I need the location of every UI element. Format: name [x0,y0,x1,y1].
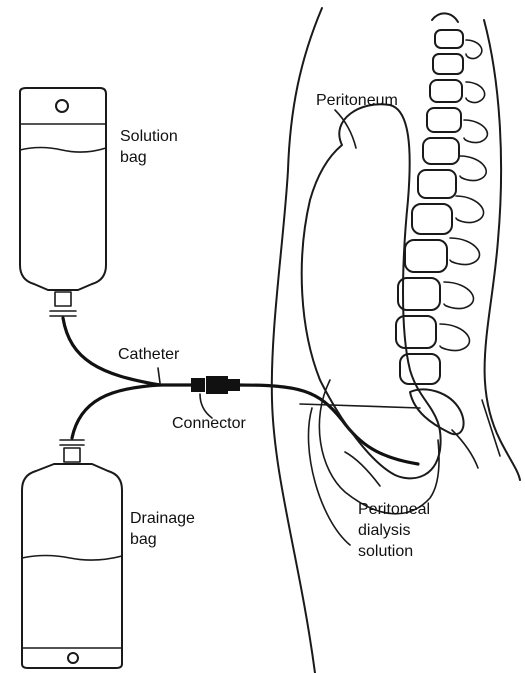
solution-bag-label-line2: bag [120,147,178,168]
dialysis-solution-label: Peritoneal dialysis solution [358,499,430,562]
tubing [63,318,418,464]
connector-label: Connector [172,413,246,434]
solution-bag [20,88,106,316]
catheter-label: Catheter [118,344,179,365]
peritoneum-label: Peritoneum [316,90,398,111]
spine [396,13,520,480]
dialysis-solution-label-line1: Peritoneal [358,499,430,520]
peritoneum-sac [300,104,441,478]
dialysis-solution-label-line2: dialysis [358,520,430,541]
solution-bag-label: Solution bag [120,126,178,168]
drainage-bag-label-line2: bag [130,529,195,550]
drainage-bag-label: Drainage bag [130,508,195,550]
drainage-bag-label-line1: Drainage [130,508,195,529]
drainage-bag [22,440,122,668]
solution-bag-label-line1: Solution [120,126,178,147]
connector [191,376,240,394]
dialysis-solution-label-line3: solution [358,541,430,562]
